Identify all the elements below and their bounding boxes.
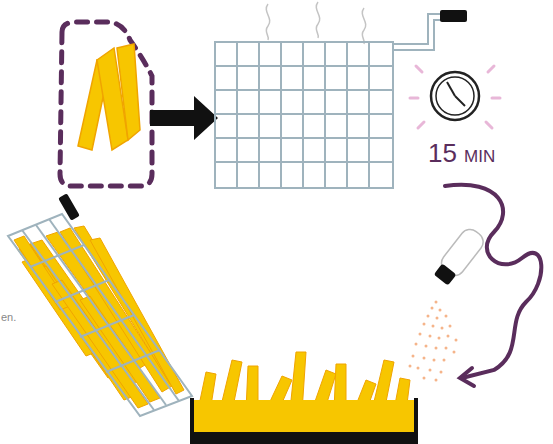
- timer-number: 15: [428, 140, 457, 166]
- cut-off-text: en.: [1, 312, 16, 323]
- dashed-outline: [60, 22, 152, 186]
- clock-icon: [410, 66, 500, 128]
- tray: [190, 352, 418, 444]
- drain-basket: [8, 193, 192, 416]
- salt-shaker: [431, 225, 487, 287]
- arrow: [150, 96, 218, 140]
- basket-handle: [440, 10, 467, 22]
- salt: [409, 301, 458, 382]
- swirl-arrow: [445, 185, 541, 386]
- steam: [266, 2, 366, 44]
- timer-unit: MIN: [464, 148, 495, 165]
- raw-fries: [78, 44, 140, 150]
- fryer-basket: [215, 14, 442, 188]
